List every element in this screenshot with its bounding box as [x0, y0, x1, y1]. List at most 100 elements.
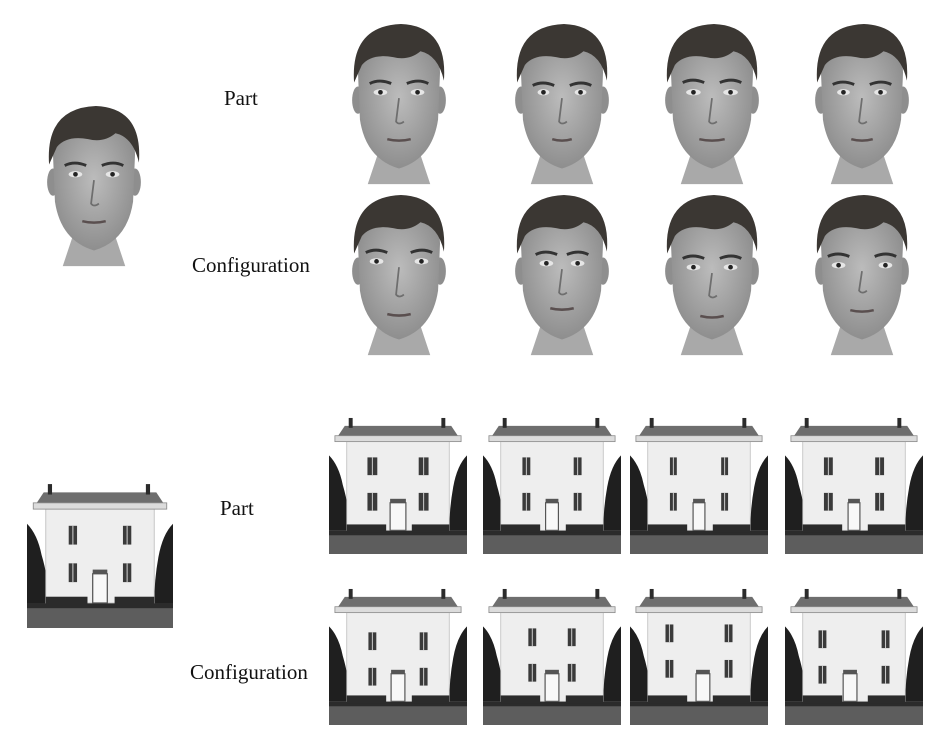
roof — [35, 492, 165, 505]
door — [847, 502, 861, 531]
face-part-1 — [352, 23, 446, 185]
right-tree — [750, 626, 768, 702]
house-part-1 — [329, 417, 467, 554]
left-pupil — [374, 259, 379, 264]
hair — [353, 194, 445, 254]
left-chimney — [649, 588, 654, 599]
left-hedge — [346, 524, 387, 533]
hair — [516, 194, 608, 254]
left-tree — [27, 523, 50, 603]
left-tree — [785, 626, 807, 702]
nose — [858, 270, 868, 294]
door-transom — [391, 669, 405, 674]
left-hedge — [500, 524, 541, 533]
left-chimney — [502, 417, 507, 428]
door-transom — [843, 669, 857, 674]
left-eyebrow — [64, 161, 87, 167]
left-pupil — [691, 264, 696, 270]
right-tree — [905, 626, 923, 702]
right-eyebrow — [569, 81, 592, 87]
left-eyebrow — [365, 248, 388, 254]
roof-eave — [488, 606, 616, 614]
right-pupil — [728, 89, 733, 95]
left-chimney — [804, 417, 809, 428]
mouth — [386, 312, 412, 317]
right-hedge — [114, 596, 155, 606]
left-hedge — [500, 695, 541, 704]
mouth — [850, 137, 874, 142]
roof-eave — [790, 435, 918, 443]
left-hedge — [346, 695, 387, 704]
left-pupil — [73, 171, 78, 177]
ground — [785, 534, 923, 554]
right-hedge — [867, 695, 906, 704]
door — [544, 673, 560, 702]
right-tree — [449, 626, 467, 702]
left-chimney — [348, 588, 353, 599]
right-chimney — [145, 484, 151, 495]
house-part-4 — [785, 417, 923, 554]
hair — [816, 23, 908, 83]
right-hedge — [565, 524, 604, 533]
roof-eave — [32, 502, 168, 510]
roof-eave — [790, 606, 918, 614]
ground — [329, 705, 467, 725]
left-tree — [630, 626, 652, 702]
house-configuration-1 — [329, 588, 467, 725]
lawn-edge — [483, 530, 621, 536]
right-eyebrow — [719, 78, 742, 84]
nose — [90, 180, 100, 207]
door — [692, 502, 706, 531]
roof — [490, 596, 614, 609]
ground — [483, 705, 621, 725]
ground — [483, 534, 621, 554]
right-tree — [603, 626, 621, 702]
roof — [336, 425, 460, 438]
door — [390, 673, 406, 702]
roof-eave — [334, 606, 462, 614]
nose — [558, 269, 568, 296]
door-transom — [92, 569, 108, 574]
left-eyebrow — [682, 254, 705, 260]
faces-configuration-label: Configuration — [192, 253, 310, 277]
face-configuration-3 — [665, 194, 759, 356]
ground — [630, 705, 768, 725]
left-tree — [630, 455, 652, 531]
left-chimney — [804, 588, 809, 599]
right-chimney — [595, 417, 600, 428]
left-chimney — [348, 417, 353, 428]
face-configuration-1 — [352, 194, 446, 356]
nose — [395, 267, 405, 298]
right-chimney — [742, 588, 747, 599]
houses-part-label: Part — [220, 496, 254, 520]
hair — [816, 194, 908, 254]
door — [545, 502, 559, 531]
ground — [785, 705, 923, 725]
door — [92, 573, 108, 604]
left-hedge — [45, 596, 88, 606]
door — [842, 673, 858, 702]
door-transom — [693, 498, 705, 503]
left-eyebrow — [532, 81, 555, 87]
right-chimney — [897, 588, 902, 599]
right-hedge — [411, 524, 450, 533]
ground — [329, 534, 467, 554]
left-eyebrow — [682, 78, 705, 84]
right-hedge — [867, 524, 906, 533]
roof-eave — [334, 435, 462, 443]
right-tree — [905, 455, 923, 531]
left-eyebrow — [534, 250, 558, 256]
left-pupil — [544, 260, 549, 266]
hair — [666, 23, 758, 83]
left-pupil — [541, 89, 546, 95]
left-tree — [785, 455, 807, 531]
right-hedge — [411, 695, 450, 704]
lawn-edge — [483, 701, 621, 707]
mouth — [386, 137, 412, 142]
lawn-edge — [27, 602, 173, 609]
right-chimney — [441, 417, 446, 428]
right-eyebrow — [566, 250, 590, 256]
face-configuration-4 — [815, 194, 909, 356]
right-pupil — [578, 89, 583, 95]
right-tree — [603, 455, 621, 531]
